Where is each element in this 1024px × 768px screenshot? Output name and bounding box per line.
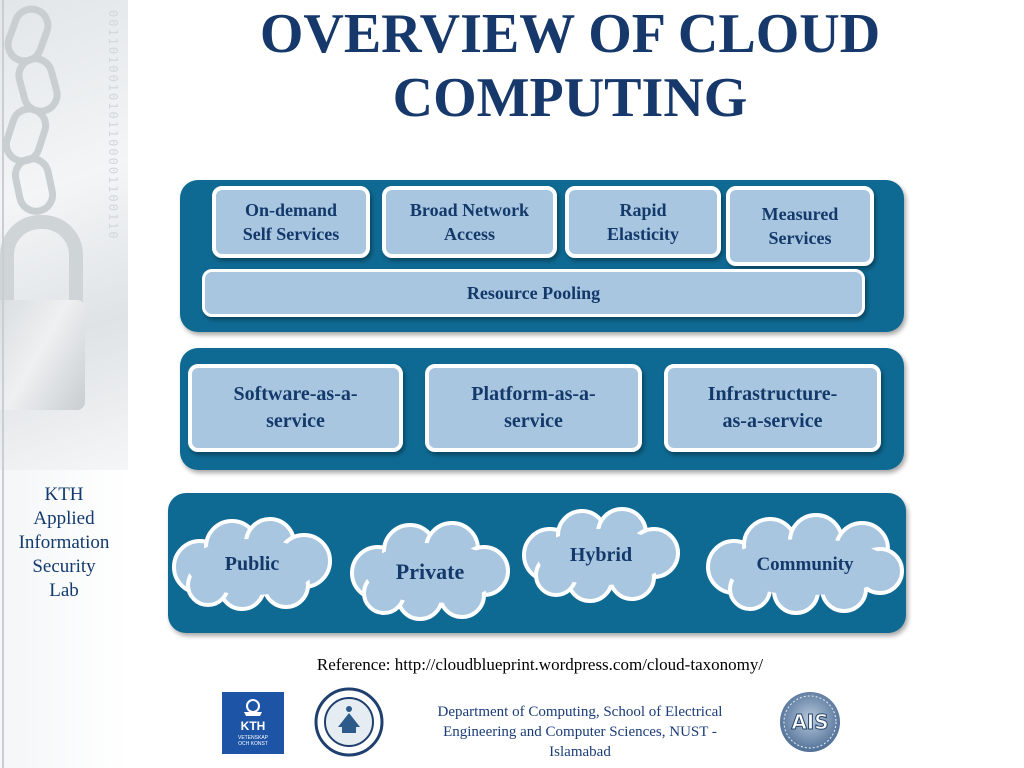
cloud-label: Hybrid: [569, 544, 633, 566]
deployment-cloud-public: Public: [170, 517, 334, 611]
ais-logo-text: AIS: [791, 710, 828, 734]
service-model-box-paas: Platform-as-a-service: [425, 364, 642, 452]
lab-caption-line: KTH: [44, 484, 84, 505]
kth-logo-subtext: VETENSKAP: [238, 735, 269, 741]
service-model-box-iaas: Infrastructure-as-a-service: [664, 364, 881, 452]
lab-caption-line: Lab: [49, 580, 79, 601]
cloud-shape: [350, 521, 510, 621]
lab-caption-line: Security: [32, 556, 96, 577]
department-line: Department of Computing, School of Elect…: [437, 704, 723, 720]
box-label: Infrastructure-: [707, 383, 838, 405]
box-label: Self Services: [242, 224, 340, 244]
deployment-cloud-private: Private: [348, 521, 512, 621]
box-label: Broad Network: [409, 200, 530, 220]
deployment-cloud-hybrid: Hybrid: [520, 507, 682, 603]
service-models-panel: Software-as-a-service Platform-as-a-serv…: [180, 348, 904, 470]
page-title-line-1: OVERVIEW OF CLOUD: [259, 3, 881, 65]
box-label: Software-as-a-: [233, 383, 358, 405]
nust-logo: [314, 687, 384, 757]
box-label: Measured: [761, 204, 839, 224]
ais-logo: AIS: [779, 691, 841, 753]
lab-caption-line: Applied: [33, 508, 95, 529]
padlock-chain-background-image: 0011010010101100001100110: [0, 0, 128, 470]
deployment-models-panel: Public Private Hybrid: [168, 493, 906, 633]
department-text: Department of Computing, School of Elect…: [405, 702, 755, 762]
lab-caption-line: Information: [18, 532, 110, 553]
lab-caption: KTH Applied Information Security Lab: [4, 483, 124, 603]
box-label: Resource Pooling: [466, 283, 601, 303]
box-label: Access: [444, 224, 495, 244]
cloud-shape: [522, 507, 680, 603]
box-label: Platform-as-a-: [471, 383, 596, 405]
box-label: service: [504, 410, 563, 432]
kth-logo: KTH VETENSKAP OCH KONST: [222, 692, 284, 754]
cloud-label: Public: [224, 553, 280, 575]
department-line: Islamabad: [549, 744, 611, 760]
box-label: as-a-service: [722, 410, 823, 432]
box-label: Services: [768, 228, 832, 248]
page-title: OVERVIEW OF CLOUD COMPUTING: [180, 2, 960, 130]
service-model-box-saas: Software-as-a-service: [188, 364, 403, 452]
cloud-shape: [172, 517, 332, 611]
cloud-label: Community: [756, 554, 854, 575]
kth-logo-text: KTH: [241, 719, 266, 733]
deployment-cloud-community: Community: [704, 513, 906, 615]
box-label: Rapid: [619, 200, 667, 220]
page-title-line-2: COMPUTING: [392, 67, 748, 129]
resource-pooling-box: Resource Pooling: [202, 269, 865, 317]
kth-logo-subtext: OCH KONST: [238, 741, 268, 747]
box-label: service: [266, 410, 325, 432]
box-label: Elasticity: [607, 224, 679, 244]
box-label: On-demand: [244, 200, 338, 220]
side-divider: [2, 0, 4, 768]
cloud-label: Private: [395, 559, 465, 584]
cloud-shape: [706, 513, 904, 615]
reference-text: Reference: http://cloudblueprint.wordpre…: [316, 655, 764, 674]
department-line: Engineering and Computer Sciences, NUST …: [443, 724, 717, 740]
